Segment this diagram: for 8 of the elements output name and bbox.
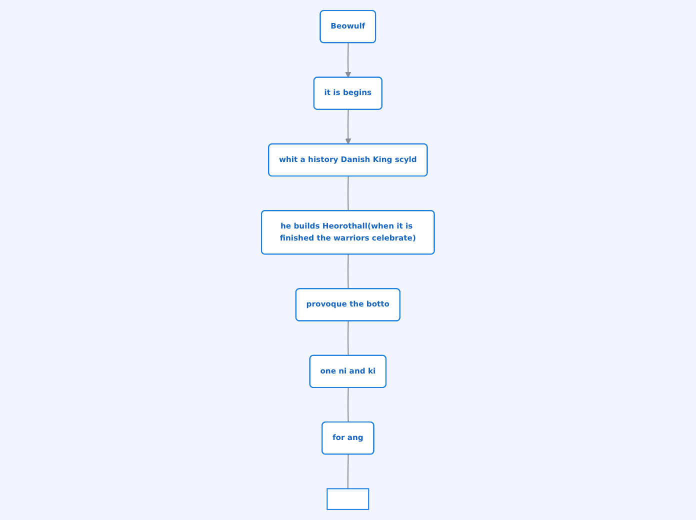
- connector: [348, 321, 349, 356]
- arrow: [345, 110, 352, 145]
- arrow: [345, 43, 352, 78]
- connector: [348, 254, 349, 290]
- connector: [347, 454, 349, 489]
- connector: [348, 176, 349, 211]
- node-box: [326, 488, 370, 510]
- connector: [348, 388, 349, 422]
